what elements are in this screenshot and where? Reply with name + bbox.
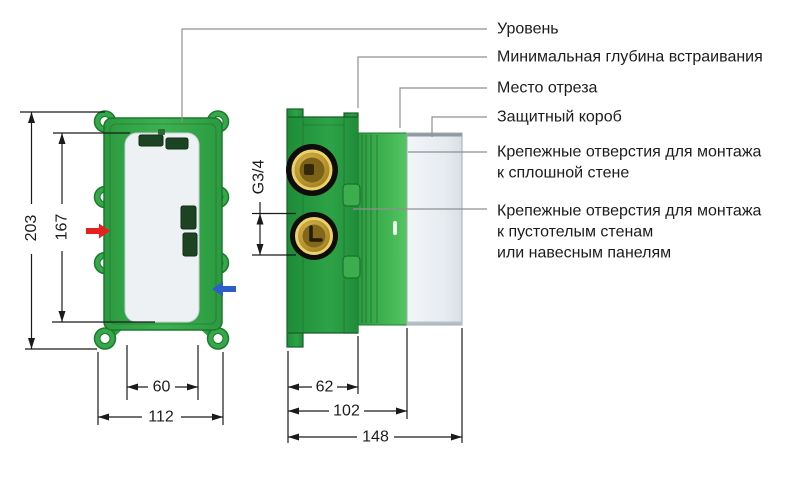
leader-level — [181, 28, 487, 122]
front-frame-inner-edge — [109, 123, 217, 325]
dim-plate-width: 60 — [153, 379, 171, 396]
dim-mid-depth: 102 — [333, 403, 360, 420]
dim-overall-height: 203 — [23, 215, 40, 242]
hot-water-arrow-icon — [86, 223, 110, 239]
dimension-arrowheads — [28, 112, 462, 441]
dimension-text-backgrounds — [23, 204, 394, 445]
callout-solid-wall-line2: к сплошной стене — [497, 165, 629, 182]
cold-water-arrow-icon — [212, 281, 236, 297]
callout-hollow-wall-line2: к пустотелым стенам — [497, 224, 653, 241]
level-window — [138, 129, 189, 150]
callout-hollow-wall-line3: или навесным панелям — [497, 245, 671, 262]
callout-solid-wall-line1: Крепежные отверстия для монтажа — [497, 144, 762, 161]
callout-hollow-wall-line1: Крепежные отверстия для монтажа — [497, 203, 762, 220]
dim-overall-depth: 148 — [362, 429, 389, 446]
function-slot — [180, 205, 198, 257]
callout-cut-line: Место отреза — [497, 80, 598, 97]
callout-min-depth: Минимальная глубина встраивания — [497, 49, 763, 66]
brass-port-top — [286, 144, 338, 196]
callout-level: Уровень — [497, 21, 559, 38]
mid-section-clip — [393, 221, 397, 235]
leader-min-depth — [357, 56, 487, 108]
callout-leaders — [181, 28, 487, 210]
leader-protective-box — [431, 116, 487, 137]
callout-protective-box: Защитный короб — [497, 109, 622, 126]
mid-section — [357, 132, 408, 326]
side-view — [286, 108, 463, 348]
dim-thread-size: G3/4 — [251, 160, 268, 195]
protective-box-shape — [406, 132, 463, 326]
brass-port-bottom — [290, 212, 338, 260]
front-view — [86, 110, 236, 350]
side-mounting-tabs — [342, 183, 361, 279]
leader-cut-line — [399, 87, 487, 128]
dim-overall-width: 112 — [148, 409, 174, 426]
dim-plate-height: 167 — [54, 214, 71, 241]
dim-body-depth: 62 — [316, 379, 334, 396]
mid-section-ridges — [361, 135, 378, 323]
